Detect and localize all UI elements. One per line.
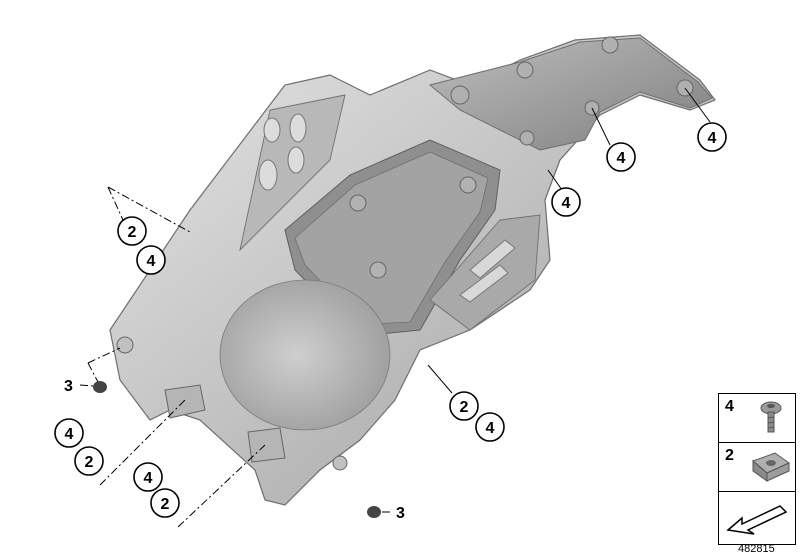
label-3-left: 3 [64, 378, 73, 395]
callout-4-c: 4 [551, 187, 581, 217]
svg-text:2: 2 [85, 454, 94, 471]
callout-4-f: 4 [54, 418, 84, 448]
callout-2-b: 2 [449, 391, 479, 421]
legend-item-direction [718, 491, 796, 545]
callout-2-d: 2 [150, 488, 180, 518]
legend-number: 2 [725, 447, 734, 464]
bolt-icon [760, 401, 782, 433]
parts-legend: 4 2 [718, 393, 796, 545]
callout-2-c: 2 [74, 446, 104, 476]
callout-4-g: 4 [133, 462, 163, 492]
callout-4-a: 4 [697, 122, 727, 152]
callout-4-d: 4 [136, 245, 166, 275]
svg-text:4: 4 [562, 195, 571, 212]
svg-text:4: 4 [65, 426, 74, 443]
legend-number: 4 [725, 398, 734, 415]
legend-item-bolt: 4 [718, 393, 796, 444]
callout-4-e: 4 [475, 412, 505, 442]
clip-nut-icon [752, 452, 790, 482]
callout-2-a: 2 [117, 216, 147, 246]
svg-text:4: 4 [486, 420, 495, 437]
svg-text:4: 4 [617, 150, 626, 167]
screw-3-left [93, 381, 107, 393]
svg-text:2: 2 [460, 399, 469, 416]
svg-text:4: 4 [144, 470, 153, 487]
rear-undertray-part [109, 34, 716, 506]
svg-text:2: 2 [161, 496, 170, 513]
screw-3-bottom [367, 506, 381, 518]
label-3-bottom: 3 [396, 505, 405, 522]
leader-lines [79, 87, 711, 528]
svg-text:4: 4 [708, 130, 717, 147]
drawing-number: 482815 [738, 543, 775, 555]
legend-item-clip-nut: 2 [718, 442, 796, 493]
direction-arrow-icon [726, 505, 788, 535]
callout-4-b: 4 [606, 142, 636, 172]
svg-text:4: 4 [147, 253, 156, 270]
svg-text:2: 2 [128, 224, 137, 241]
